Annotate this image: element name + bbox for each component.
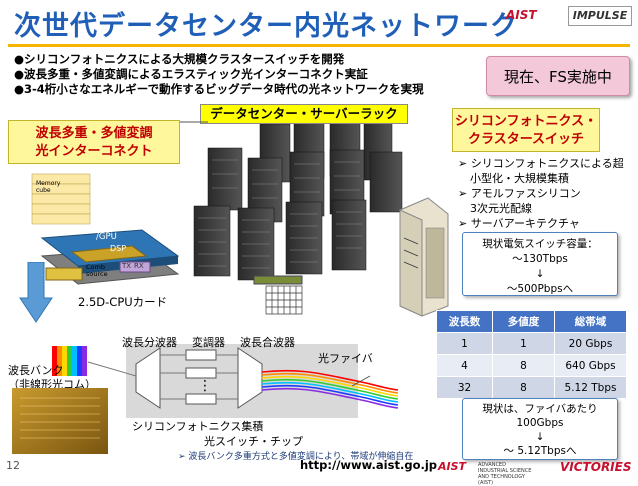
capacity-line-3: ～500Pbpsへ [506,283,574,295]
switch-grid-chip [265,285,303,315]
rx-label: RX [134,262,144,270]
impulse-logo: IMPULSE [568,6,632,26]
feature-item: サーバアーキテクチャ [470,217,580,230]
bullet-item: ●シリコンフォトニクスによる大規模クラスタースイッチを開発 [14,52,345,66]
table-cell: 20 Gbps [554,332,627,355]
table-cell: 5.12 Tbps [554,376,627,399]
wdm-line-2: 光インターコネクト [35,144,153,159]
wdm-interconnect-box: 波長多重・多値変調 光インターコネクト [8,120,180,164]
tx-label: TX [122,262,132,270]
mux-label: 波長合波器 [240,336,295,349]
status-badge: 現在、FS実施中 [486,56,630,96]
table-header: 総帯域 [554,310,627,333]
arrow-bullet-icon: ➢ [458,157,471,170]
feature-item: 小型化・大規模集積 [470,172,569,185]
table-row: 4 8 640 Gbps [436,354,627,377]
footnote: ➢ 波長バンク多重方式と多値変調により、帯域が伸縮自在 [178,449,413,462]
dsp-label: DSP [110,244,127,253]
fiber-capacity-box: 現状は、ファイバあたり 100Gbps ↓ ～ 5.12Tbpsへ [462,398,618,460]
memory-cube-label: Memory cube [36,180,61,194]
header-logos: AIST IMPULSE [506,4,634,30]
table-cell: 4 [436,354,493,377]
cpu-label: CPU /GPU [96,222,117,242]
optical-link-diagram: ⋮ [52,344,399,418]
switch-capacity-box: 現状電気スイッチ容量： ～130Tbps ↓ ～500Pbpsへ [462,232,618,296]
page-number: 12 [6,459,20,472]
switch-chip-label: 光スイッチ・チップ [204,435,303,448]
svg-text:⋮: ⋮ [198,378,212,394]
bullet-item: ●3-4桁小さなエネルギーで動作するビッグデータ時代の光ネットワークを実現 [14,82,424,96]
arrow-bullet-icon: ➢ [458,217,471,230]
siph-feature-list: ➢ シリコンフォトニクスによる超 小型化・大規模集積 ➢ アモルファスシリコン … [458,156,624,231]
table-cell: 1 [436,332,493,355]
fiber-label: 光ファイバ [318,352,373,365]
server-rack-illustration [193,118,449,317]
modulator-label: 変調器 [192,336,225,349]
silicon-photonics-switch-box: シリコンフォトニクス・ クラスタースイッチ [452,108,600,152]
table-row: 1 1 20 Gbps [436,332,627,355]
bullet-item: ●波長多重・多値変調によるエラスティック光インターコネクト実証 [14,67,368,81]
footer-url: http://www.aist.go.jp [300,458,438,472]
wdm-line-1: 波長多重・多値変調 [35,126,153,141]
capacity-line-2: ～130Tbps [512,253,568,265]
cpu-card-caption: 2.5D-CPUカード [78,295,168,309]
wavelength-bank-label: 波長バンク [8,364,64,377]
footer-aist-logo: AIST [438,460,467,473]
bullet-list: ●シリコンフォトニクスによる大規模クラスタースイッチを開発 ●波長多重・多値変調… [14,52,424,97]
chip-photo [12,388,108,454]
title-underline [8,44,630,47]
down-arrow-icon [19,262,53,323]
demux-label: 波長分波器 [122,336,177,349]
cluster-switch-cabinet [399,197,449,317]
capacity-line-1: 現状電気スイッチ容量： [482,238,598,250]
fiber-line-3: ～ 5.12Tbpsへ [503,445,577,457]
comb-source-label: Comb source [86,263,108,278]
down-arrow-icon: ↓ [535,431,545,443]
siph-line-1: シリコンフォトニクス・ [454,114,598,129]
table-cell: 32 [436,376,493,399]
wavelength-table: 波長数 多値度 総帯域 1 1 20 Gbps 4 8 640 Gbps 32 … [436,310,627,399]
cpu-card-diagram [31,173,180,285]
feature-item: シリコンフォトニクスによる超 [470,157,624,170]
feature-item: 3次元光配線 [470,202,532,215]
arrow-bullet-icon: ➢ [458,187,471,200]
siph-integration-label: シリコンフォトニクス集積 [132,420,264,433]
table-header: 波長数 [436,310,493,333]
feature-item: アモルファスシリコン [470,187,581,200]
table-header: 多値度 [492,310,555,333]
table-cell: 8 [492,376,555,399]
slide-title: 次世代データセンター内光ネットワーク [14,11,518,42]
victories-logo: VICTORIES [560,460,632,474]
table-cell: 8 [492,354,555,377]
down-arrow-icon: ↓ [535,268,545,280]
siph-line-2: クラスタースイッチ [467,132,585,147]
nonlinear-comb-label: （非線形光コム） [8,378,96,391]
rack-label: データセンター・サーバーラック [200,104,408,124]
fiber-line-1: 現状は、ファイバあたり [482,403,598,415]
footnote-text: 波長バンク多重方式と多値変調により、帯域が伸縮自在 [188,452,414,462]
arrow-bullet-icon: ➢ [178,452,189,462]
footer-aist-subtitle: ADVANCED INDUSTRIAL SCIENCE AND TECHNOLO… [478,462,532,486]
callout-pointer-left [180,121,208,123]
fiber-line-2: 100Gbps [516,417,564,429]
aist-logo: AIST [506,8,537,22]
wavelength-bank [52,346,87,376]
table-cell: 1 [492,332,555,355]
table-header-row: 波長数 多値度 総帯域 [436,310,627,333]
table-cell: 640 Gbps [554,354,627,377]
table-row: 32 8 5.12 Tbps [436,376,627,399]
